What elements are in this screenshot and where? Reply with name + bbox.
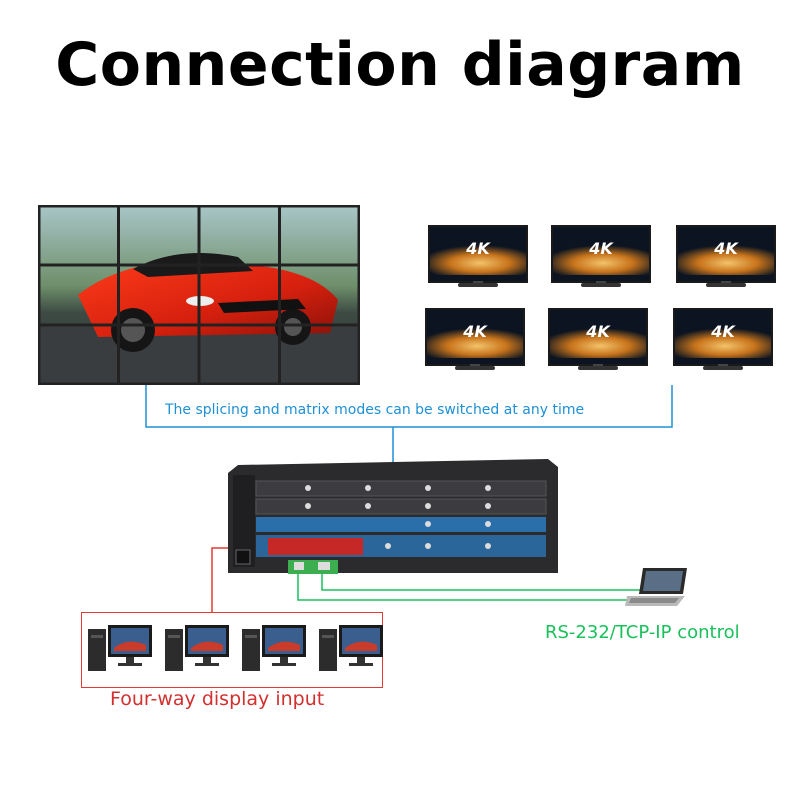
video-wall <box>38 205 360 385</box>
splice-bracket-line <box>145 385 673 428</box>
monitor-label: 4K <box>589 239 613 258</box>
monitor-screen: 4K <box>425 308 525 366</box>
monitor-screen: 4K <box>673 308 773 366</box>
splice-note: The splicing and matrix modes can be swi… <box>165 402 585 418</box>
monitor-grid: 4K 4K 4K 4K 4K 4K <box>420 220 780 380</box>
input-pc-icon <box>319 623 385 673</box>
monitor-4k: 4K <box>548 308 648 378</box>
monitor-label: 4K <box>586 322 610 341</box>
input-card-slot <box>268 538 363 555</box>
output-card-slot <box>256 517 546 532</box>
laptop-controller-icon <box>625 566 690 608</box>
page-title: Connection diagram <box>55 30 745 100</box>
input-sources-frame <box>81 612 383 688</box>
monitor-label: 4K <box>714 239 738 258</box>
monitor-stand <box>455 366 495 370</box>
monitor-4k: 4K <box>551 225 651 295</box>
monitor-stand <box>703 366 743 370</box>
monitor-4k: 4K <box>676 225 776 295</box>
monitor-screen: 4K <box>548 308 648 366</box>
monitor-screen: 4K <box>551 225 651 283</box>
monitor-screen: 4K <box>428 225 528 283</box>
monitor-screen: 4K <box>676 225 776 283</box>
matrix-switcher-chassis <box>228 455 558 580</box>
tcpip-link-line <box>321 567 640 591</box>
control-label: RS-232/TCP-IP control <box>545 622 740 643</box>
monitor-stand <box>578 366 618 370</box>
monitor-stand <box>458 283 498 287</box>
monitor-4k: 4K <box>428 225 528 295</box>
input-pc-icon <box>242 623 308 673</box>
rs232-link-line <box>297 567 630 601</box>
monitor-label: 4K <box>466 239 490 258</box>
input-label: Four-way display input <box>110 688 325 710</box>
video-wall-image <box>38 205 360 385</box>
monitor-4k: 4K <box>673 308 773 378</box>
monitor-label: 4K <box>463 322 487 341</box>
input-pc-icon <box>88 623 154 673</box>
monitor-stand <box>581 283 621 287</box>
monitor-4k: 4K <box>425 308 525 378</box>
monitor-label: 4K <box>711 322 735 341</box>
input-pc-icon <box>165 623 231 673</box>
monitor-stand <box>706 283 746 287</box>
